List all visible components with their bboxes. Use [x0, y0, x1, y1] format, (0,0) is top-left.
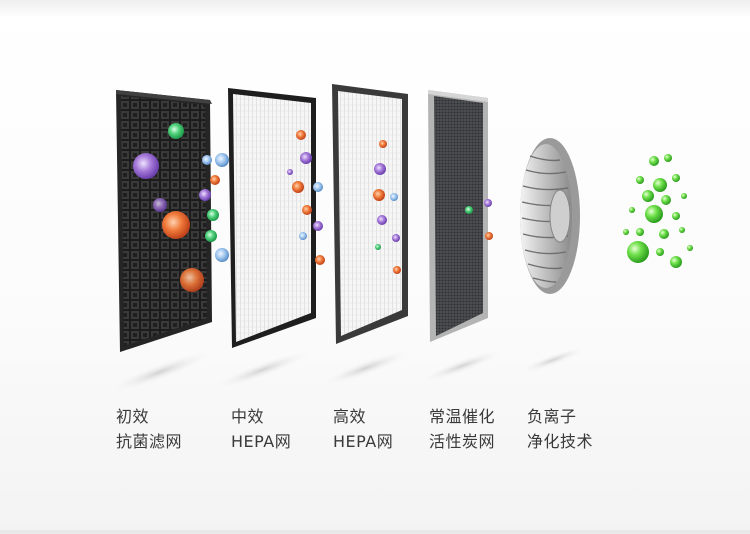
caption-line2: HEPA网	[231, 432, 292, 451]
caption-line2: 抗菌滤网	[116, 432, 183, 451]
floor-shadows	[103, 345, 589, 395]
bottom-divider	[0, 530, 750, 534]
negative-ion-icon	[623, 154, 693, 268]
caption-line1: 负离子	[527, 407, 577, 426]
caption-medium-hepa: 中效 HEPA网	[231, 404, 291, 454]
caption-line1: 高效	[333, 407, 367, 426]
caption-line2: HEPA网	[333, 432, 394, 451]
activated-carbon-panel	[428, 90, 493, 342]
bacteria-icon	[465, 199, 493, 240]
bacteria-icon	[287, 130, 325, 265]
caption-line2: 净化技术	[527, 432, 594, 451]
caption-line1: 中效	[231, 407, 265, 426]
caption-line2: 活性炭网	[429, 432, 496, 451]
bacteria-icon	[133, 123, 229, 292]
caption-pre-filter: 初效 抗菌滤网	[116, 404, 182, 454]
medium-hepa-panel	[228, 88, 325, 348]
top-shadow	[0, 0, 750, 18]
fan-wheel-icon	[520, 138, 580, 294]
caption-line1: 初效	[116, 407, 150, 426]
bacteria-icon	[373, 140, 401, 274]
caption-line1: 常温催化	[429, 407, 496, 426]
high-hepa-panel	[332, 84, 408, 344]
caption-activated-carbon: 常温催化 活性炭网	[429, 404, 495, 454]
caption-high-hepa: 高效 HEPA网	[333, 404, 393, 454]
caption-negative-ion: 负离子 净化技术	[527, 404, 593, 454]
pre-filter-panel	[116, 90, 229, 352]
